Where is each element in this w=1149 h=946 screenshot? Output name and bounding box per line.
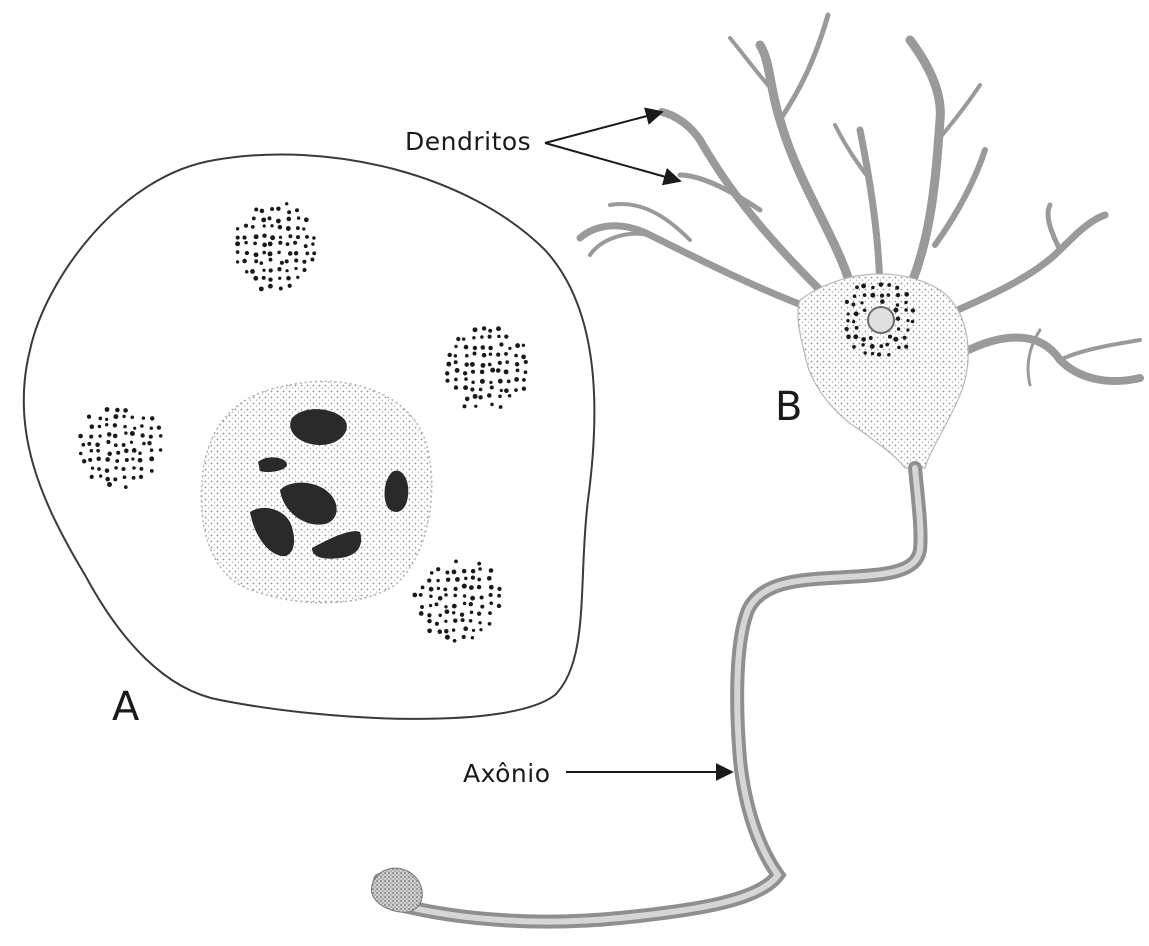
dendrites-arrow <box>545 112 662 143</box>
axon-annotation: Axônio <box>463 759 732 788</box>
dendrites-annotation: Dendritos <box>405 112 680 181</box>
cell-a-label: A <box>112 684 140 730</box>
dendrites-label: Dendritos <box>405 127 531 156</box>
cell-a <box>24 154 595 718</box>
axon-label: Axônio <box>463 759 551 788</box>
cell-a-nucleus <box>201 381 431 602</box>
cell-b-label: B <box>775 384 802 430</box>
dendrites-arrow <box>545 143 680 181</box>
axon-terminal <box>371 868 422 912</box>
nucleolus <box>868 307 894 333</box>
